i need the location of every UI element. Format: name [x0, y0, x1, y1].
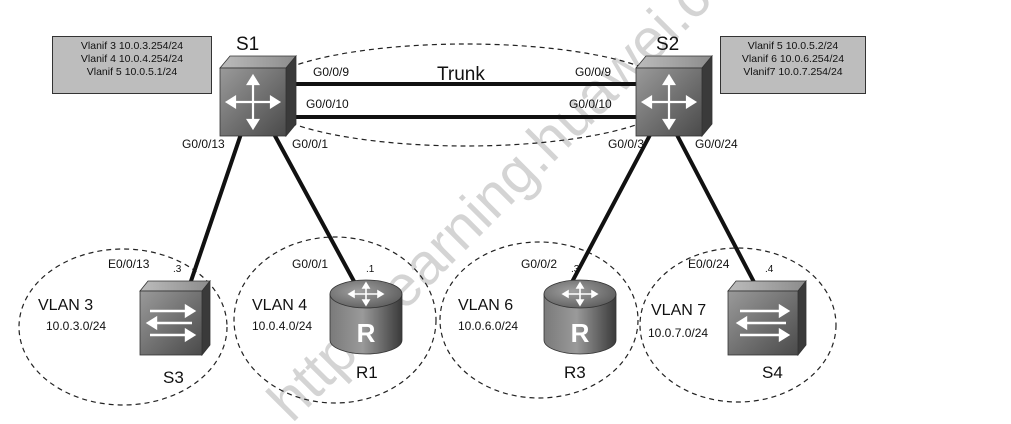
- vlan3-subnet: 10.0.3.0/24: [46, 319, 106, 333]
- s1-vlanif-line: Vlanif 5 10.0.5.1/24: [86, 66, 178, 78]
- vlan4-label: VLAN 4: [252, 297, 307, 314]
- s2-vlanif-line: Vlanif7 10.0.7.254/24: [743, 66, 843, 78]
- vlan6-subnet: 10.0.6.0/24: [458, 319, 518, 333]
- s1-port-g0010: G0/0/10: [306, 97, 349, 111]
- s1-port-g009: G0/0/9: [313, 65, 349, 79]
- s2-vlanif-line: Vlanif 6 10.0.6.254/24: [741, 53, 845, 65]
- links: [188, 82, 757, 287]
- r3-port-label: G0/0/2: [521, 257, 557, 271]
- s1-port-g001: G0/0/1: [292, 137, 328, 151]
- vlan6-label: VLAN 6: [458, 297, 513, 314]
- s3-switch-icon[interactable]: [139, 279, 211, 357]
- link-s2-r3: [570, 133, 652, 284]
- vlan3-ellipse: [18, 248, 228, 406]
- labels: Trunk S1 S2 G0/0/9 G0/0/10 G0/0/13 G0/0/…: [38, 34, 783, 387]
- link-s1-r1: [272, 132, 358, 287]
- s3-name: S3: [163, 368, 184, 387]
- s4-switch-icon[interactable]: [727, 279, 807, 357]
- vlan6-ellipse: [439, 241, 639, 399]
- s4-host-id: .4: [765, 264, 774, 275]
- vlan4-subnet: 10.0.4.0/24: [252, 319, 312, 333]
- s1-port-g0013: G0/0/13: [182, 137, 225, 151]
- svg-text:R: R: [571, 318, 590, 348]
- s2-port-g0010: G0/0/10: [569, 97, 612, 111]
- s1-switch-icon[interactable]: [219, 54, 297, 138]
- s2-port-g009: G0/0/9: [575, 65, 611, 79]
- r3-host-id: .3: [571, 264, 580, 275]
- r1-router-icon[interactable]: R: [329, 279, 403, 355]
- s2-port-g003: G0/0/3: [608, 137, 644, 151]
- vlan3-label: VLAN 3: [38, 297, 93, 314]
- s2-port-g0024: G0/0/24: [695, 137, 738, 151]
- r1-host-id: .1: [366, 264, 375, 275]
- r1-port-label: G0/0/1: [292, 257, 328, 271]
- s2-switch-icon[interactable]: [635, 54, 713, 138]
- s1-vlanif-line: Vlanif 3 10.0.3.254/24: [80, 40, 184, 52]
- s1-vlanif-box: Vlanif 3 10.0.3.254/24 Vlanif 4 10.0.4.2…: [52, 36, 212, 94]
- trunk-label: Trunk: [437, 64, 485, 85]
- s2-vlanif-box: Vlanif 5 10.0.5.2/24 Vlanif 6 10.0.6.254…: [720, 36, 866, 94]
- s1-name: S1: [236, 34, 259, 55]
- vlan4-ellipse: [233, 236, 437, 404]
- vlan7-subnet: 10.0.7.0/24: [648, 326, 708, 340]
- r3-router-icon[interactable]: R: [543, 279, 617, 355]
- link-s1-s3: [188, 132, 243, 286]
- link-s2-s4: [675, 133, 757, 286]
- s3-port-label: E0/0/13: [108, 257, 150, 271]
- r3-name: R3: [564, 363, 586, 382]
- s3-host-id: .3: [173, 264, 182, 275]
- s4-name: S4: [762, 363, 783, 382]
- s1-vlanif-line: Vlanif 4 10.0.4.254/24: [80, 53, 184, 65]
- s2-name: S2: [656, 34, 679, 55]
- s4-port-label: E0/0/24: [688, 257, 730, 271]
- vlan7-label: VLAN 7: [651, 302, 706, 319]
- s2-vlanif-line: Vlanif 5 10.0.5.2/24: [747, 40, 839, 52]
- svg-text:R: R: [357, 318, 376, 348]
- r1-name: R1: [356, 363, 378, 382]
- vlan7-ellipse: [639, 247, 837, 403]
